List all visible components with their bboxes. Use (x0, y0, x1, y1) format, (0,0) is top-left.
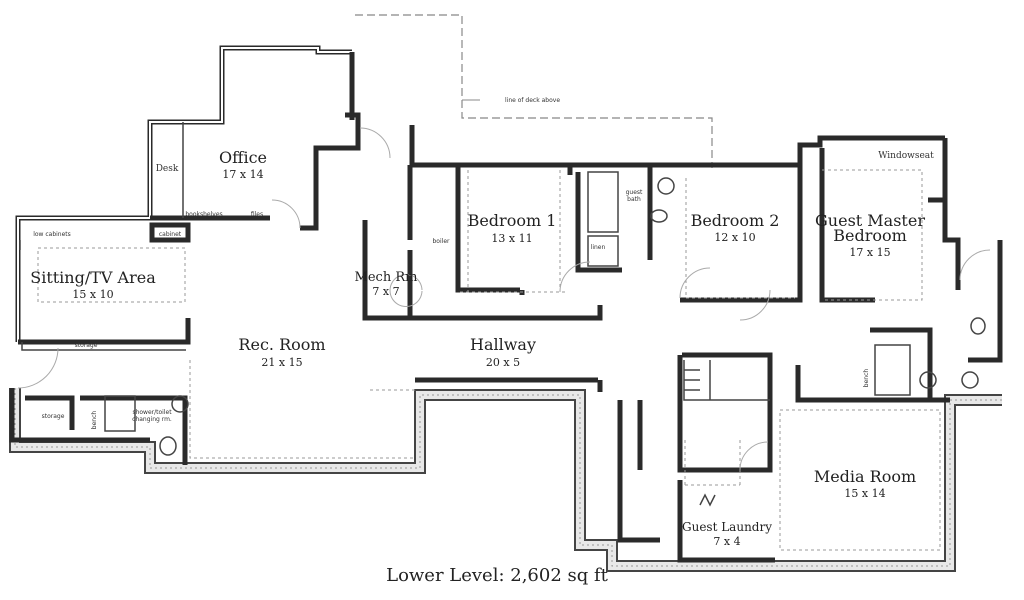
label-low-cabinets: low cabinets (33, 231, 71, 238)
label-storage-bath: storage (42, 413, 65, 420)
label-desk: Desk (156, 164, 179, 174)
label-deck-note: line of deck above (505, 97, 560, 104)
label-windowseat: Windowseat (878, 151, 934, 161)
label-storage-sitting: storage (75, 342, 98, 349)
label-guest-bath-1: guest (626, 189, 643, 196)
foundation-wall (9, 388, 1002, 572)
room-dims-media: 15 x 14 (844, 487, 885, 500)
room-name-media: Media Room (814, 467, 916, 486)
label-files: files (251, 211, 263, 218)
room-name-hallway: Hallway (470, 335, 536, 354)
room-dims-bedroom1: 13 x 11 (491, 232, 532, 245)
label-bench-master: bench (863, 369, 870, 388)
room-dims-rec: 21 x 15 (261, 356, 302, 369)
room-name-mech: Mech Rm (355, 270, 418, 285)
room-dims-hallway: 20 x 5 (486, 356, 520, 369)
room-dims-office: 17 x 14 (222, 168, 263, 181)
room-name-office: Office (219, 148, 267, 167)
label-cabinet: cabinet (159, 231, 182, 238)
room-name-guest-master-2: Bedroom (833, 226, 907, 245)
room-dims-sitting: 15 x 10 (72, 288, 113, 301)
room-dims-mech: 7 x 7 (372, 285, 399, 298)
label-shower-1: shower/toilet (132, 409, 172, 416)
label-linen: linen (591, 244, 606, 251)
label-guest-bath-2: bath (627, 196, 641, 203)
room-name-sitting: Sitting/TV Area (30, 268, 156, 287)
plan-caption: Lower Level: 2,602 sq ft (386, 565, 609, 586)
room-dims-laundry: 7 x 4 (713, 535, 740, 548)
fixtures (17, 122, 991, 551)
room-name-bedroom2: Bedroom 2 (691, 211, 780, 230)
label-boiler: boiler (433, 238, 451, 245)
room-name-guest-master-1: Guest Master (815, 211, 925, 230)
room-name-laundry: Guest Laundry (682, 520, 772, 534)
label-shower-2: changing rm. (132, 416, 172, 423)
deck-outline (355, 14, 713, 168)
room-dims-guest-master: 17 x 15 (849, 246, 890, 259)
label-bookshelves: bookshelves (185, 211, 222, 218)
room-name-bedroom1: Bedroom 1 (468, 211, 557, 230)
room-name-rec: Rec. Room (238, 335, 325, 354)
room-dims-bedroom2: 12 x 10 (714, 231, 755, 244)
label-bench-bath: bench (91, 411, 98, 430)
